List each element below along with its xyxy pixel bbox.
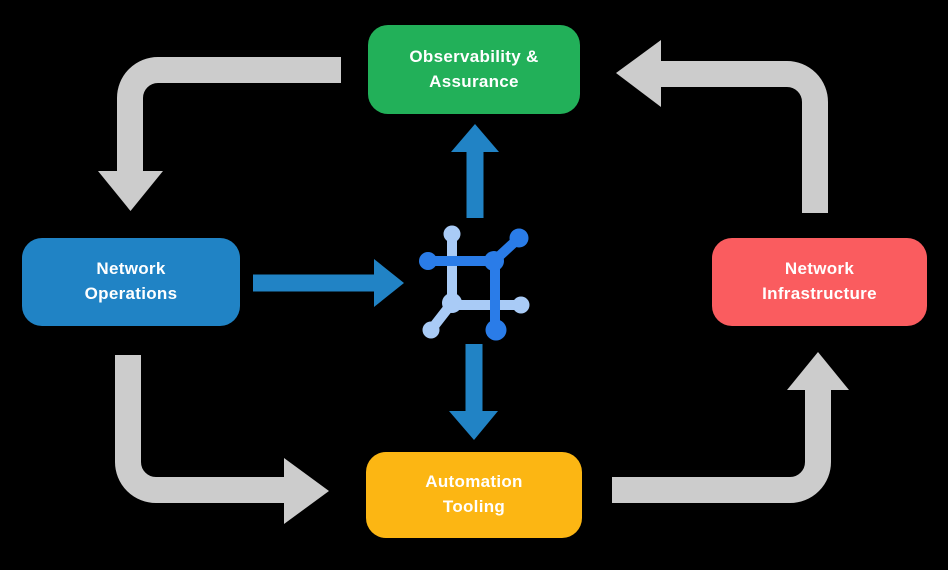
node-label: Automation Tooling (425, 470, 522, 519)
arrow-shaft (612, 389, 831, 503)
icon-node-top (443, 225, 461, 243)
arrow-shaft (659, 61, 828, 213)
node-automation-tooling: Automation Tooling (366, 452, 582, 538)
arrow-head (787, 352, 849, 390)
network-mesh-icon (419, 225, 530, 341)
cycle-arrow-infrastructure-to-observability (616, 40, 828, 213)
node-label-line1: Network (784, 259, 855, 279)
node-label: Network Infrastructure (762, 257, 877, 306)
arrow-head (284, 458, 329, 524)
node-label: Network Operations (85, 257, 178, 306)
arrow-head (451, 124, 499, 152)
cycle-arrow-observability-to-operations (98, 57, 341, 211)
node-label-line2: Operations (84, 284, 178, 303)
node-label-line1: Network (96, 259, 166, 279)
icon-node-bottom (485, 319, 507, 341)
icon-junction-bottom-left (442, 293, 462, 313)
node-network-operations: Network Operations (22, 238, 240, 326)
flow-arrow-center-to-automation (449, 344, 498, 440)
cycle-arrow-operations-to-automation (115, 355, 329, 524)
arrow-head (449, 411, 498, 440)
icon-node-left (419, 252, 437, 270)
node-label-line1: Observability & (409, 46, 539, 66)
node-label-line2: Assurance (429, 71, 519, 91)
flow-arrow-operations-to-center (253, 259, 404, 307)
network-mesh-icon-bright-layer (419, 228, 529, 341)
node-label-line2: Tooling (442, 497, 506, 516)
icon-node-bottom-left (422, 321, 440, 339)
icon-junction-top-right (484, 251, 504, 271)
icon-node-top-right (509, 228, 529, 248)
network-mesh-icon-light-layer (422, 225, 530, 339)
icon-node-right (512, 296, 530, 314)
arrow-head (374, 259, 404, 307)
arrow-head (616, 40, 661, 107)
arrow-head (98, 171, 163, 211)
node-label: Observability & Assurance (409, 45, 538, 94)
arrow-shaft (117, 57, 341, 173)
node-label-line2: Infrastructure (762, 284, 877, 303)
cycle-arrow-automation-to-infrastructure (612, 352, 849, 503)
node-label-line1: Automation (425, 472, 523, 492)
flow-arrow-center-to-observability (451, 124, 499, 218)
node-network-infrastructure: Network Infrastructure (712, 238, 927, 326)
arrow-shaft (115, 355, 286, 503)
node-observability-assurance: Observability & Assurance (368, 25, 580, 114)
